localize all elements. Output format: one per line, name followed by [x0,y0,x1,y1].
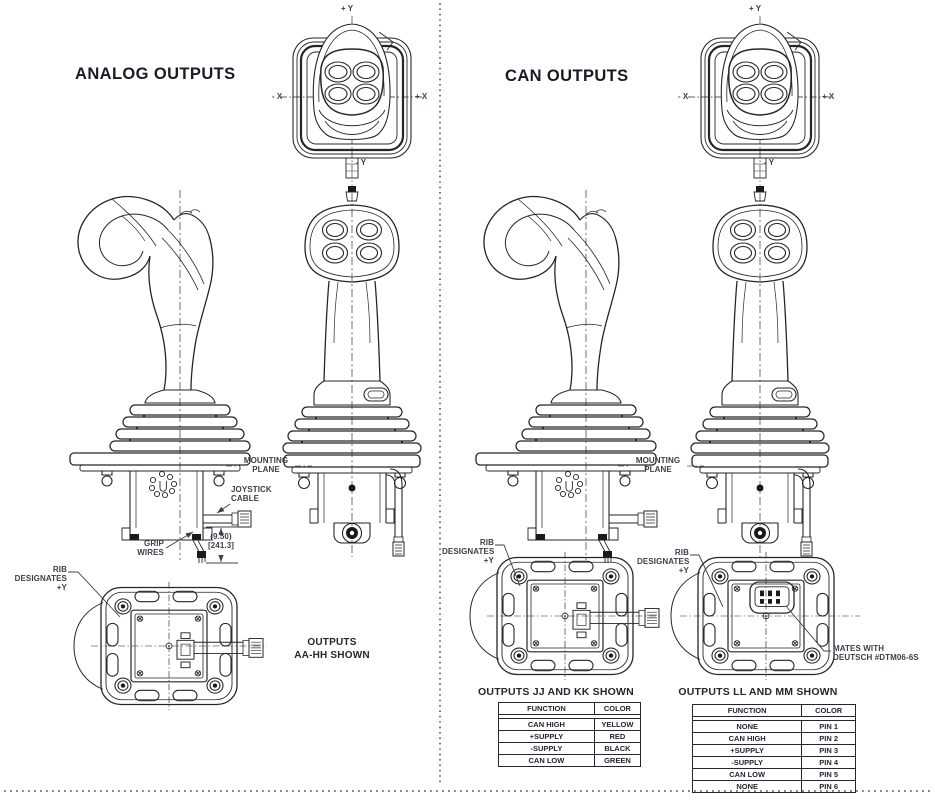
table-row-cell: +SUPPLY [498,729,595,743]
mounting-plane-line1: MOUNTING [635,456,681,465]
cable-length-dimension: (9.50) [241.3] [199,532,243,551]
table-header-row-cell: COLOR [593,702,642,715]
table-row-cell: PIN 4 [801,755,856,769]
rib-designates-label-ll-mm: RIB DESIGNATES +Y [637,548,690,575]
analog-bottom-view-drawing [73,580,273,712]
rib-line3: +Y [483,555,494,565]
axis-label-neg-x: - X [678,92,689,101]
rib-line2: DESIGNATES [14,573,67,583]
mates-with-label: MATES WITH DEUTSCH #DTM06-6S [833,644,919,663]
analog-side-view-drawing [62,188,262,563]
table-row-cell: -SUPPLY [498,741,595,755]
table-row-cell: PIN 2 [801,731,856,745]
rib-designates-label-analog: RIB DESIGNATES +Y [14,565,67,592]
axis-label-neg-y: - Y [764,158,775,167]
table-row-cell: CAN LOW [691,767,803,781]
mounting-plane-label-can: MOUNTING PLANE [630,456,686,475]
grip-wires-line1: GRIP [144,539,164,548]
table-row-cell: CAN LOW [498,753,595,767]
rib-line2: DESIGNATES [442,546,495,556]
can-section-title: CAN OUTPUTS [505,67,629,85]
rib-line2: DESIGNATES [637,556,690,566]
table-row-cell: NONE [691,779,803,793]
table-row-cell: NONE [691,719,803,733]
mates-line1: MATES WITH [833,644,885,653]
axis-label-pos-y: + Y [341,4,354,13]
mounting-plane-line2: PLANE [644,464,672,474]
axis-label-pos-x: + X [415,92,428,101]
can-front-view-drawing [690,185,830,563]
rib-line3: +Y [56,582,67,592]
rib-line1: RIB [674,548,689,557]
joystick-cable-label: JOYSTICK CABLE [231,485,272,504]
table-row-cell: RED [593,729,642,743]
rib-line3: +Y [678,565,689,575]
grip-wires-label: GRIP WIRES [120,539,164,558]
table-row-cell: GREEN [593,753,642,767]
mounting-plane-label-analog: MOUNTING PLANE [238,456,294,475]
joystick-cable-line1: JOYSTICK [231,485,272,494]
dimension-mm: [241.3] [207,540,235,550]
axis-label-neg-y: - Y [356,158,367,167]
mounting-plane-line1: MOUNTING [243,456,289,465]
axis-label-pos-y: + Y [749,4,762,13]
dimension-inches: (9.50) [210,532,232,541]
caption-line1: OUTPUTS [307,637,357,648]
mounting-plane-line2: PLANE [252,464,280,474]
table-row-cell: BLACK [593,741,642,755]
table-row-cell: PIN 5 [801,767,856,781]
axis-label-pos-x: + X [822,92,835,101]
mates-line2: DEUTSCH #DTM06-6S [833,652,919,662]
table-row-cell: PIN 1 [801,719,856,733]
table-header-row-cell: FUNCTION [498,702,595,715]
analog-section-title: ANALOG OUTPUTS [75,65,236,83]
analog-top-view-drawing [277,2,427,182]
joystick-cable-line2: CABLE [231,493,260,503]
grip-wires-line2: WIRES [137,547,164,557]
table-row-cell: PIN 6 [801,779,856,793]
analog-outputs-caption: OUTPUTS AA-HH SHOWN [280,637,384,662]
table-row-cell: PIN 3 [801,743,856,757]
rib-designates-label-jj-kk: RIB DESIGNATES +Y [442,538,495,565]
axis-label-neg-x: - X [272,92,283,101]
analog-front-view-drawing [282,185,422,563]
rib-line1: RIB [479,538,494,547]
can-top-view-drawing [685,2,835,182]
rib-line1: RIB [52,565,67,574]
can-side-view-drawing [468,188,668,563]
jj-kk-outputs-caption: OUTPUTS JJ AND KK SHOWN [478,686,634,698]
ll-mm-outputs-caption: OUTPUTS LL AND MM SHOWN [678,686,838,698]
table-row-cell: YELLOW [593,717,642,731]
table-header-row-cell: FUNCTION [691,704,803,717]
table-header-row-cell: COLOR [801,704,856,717]
table-row-cell: CAN HIGH [498,717,595,731]
table-row-cell: -SUPPLY [691,755,803,769]
caption-line2: AA-HH SHOWN [294,649,370,661]
table-row-cell: +SUPPLY [691,743,803,757]
table-row-cell: CAN HIGH [691,731,803,745]
